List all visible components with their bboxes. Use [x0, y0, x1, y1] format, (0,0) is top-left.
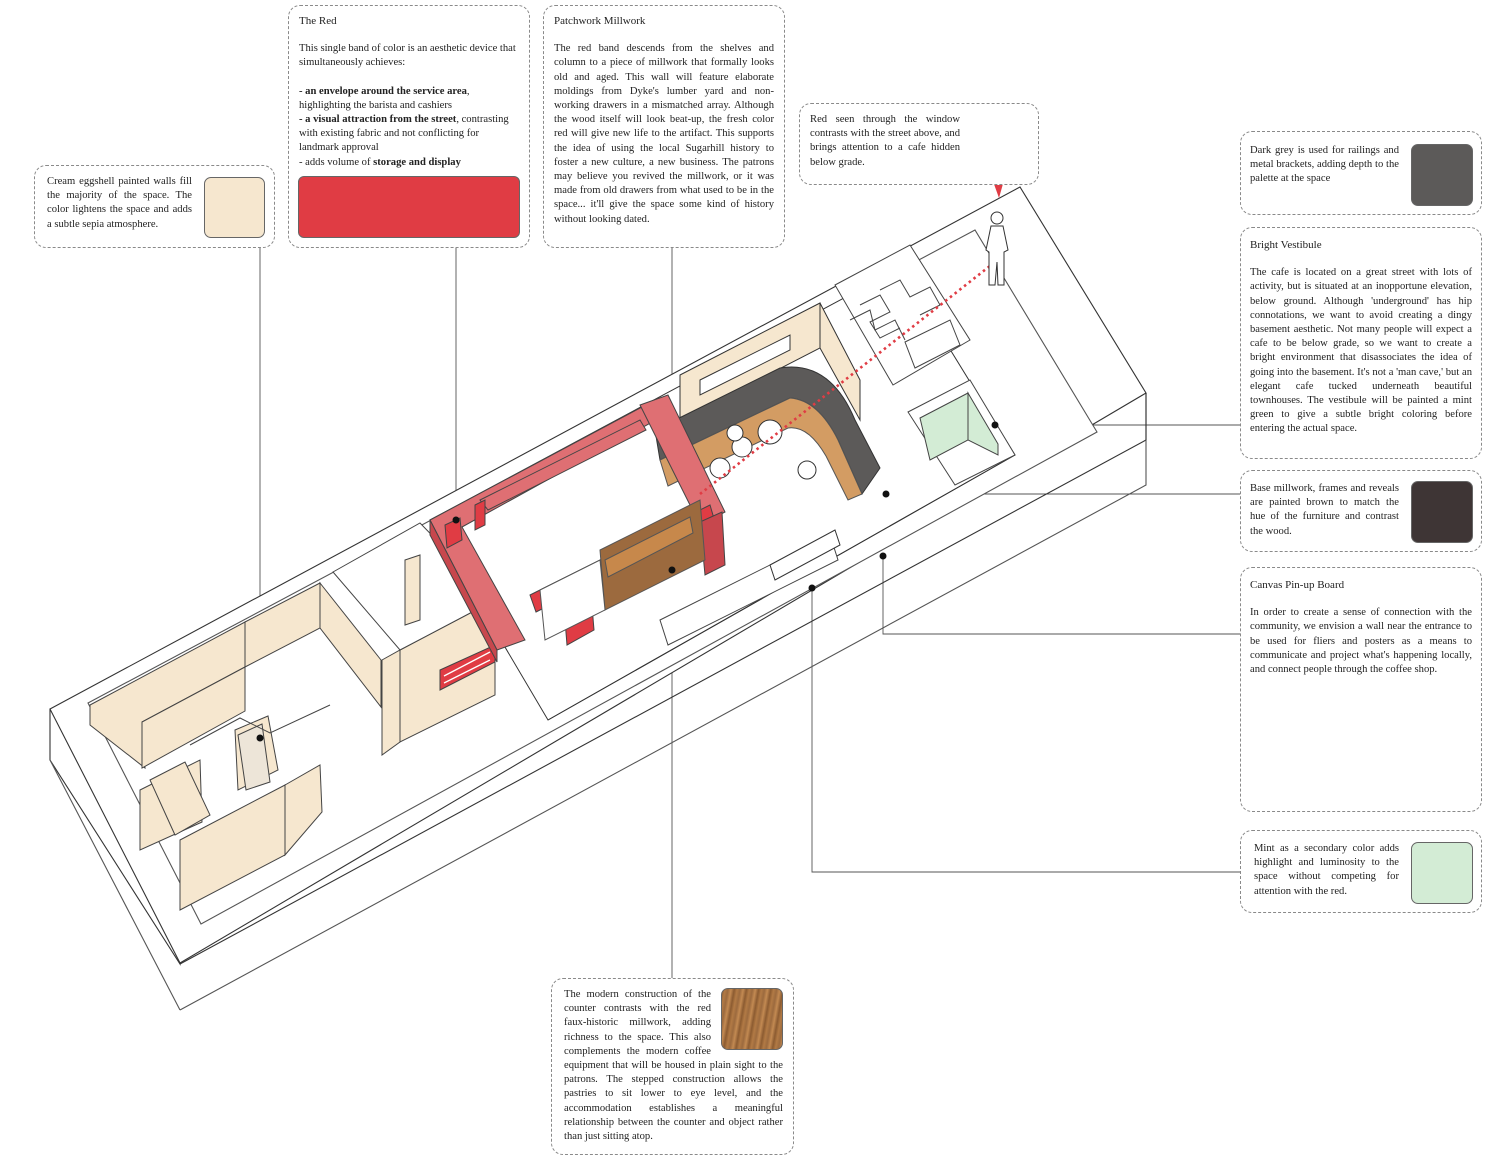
note-cream: Cream eggshell painted walls fill the ma…: [34, 165, 275, 248]
cream-walls: [89, 522, 496, 911]
note-title: Canvas Pin-up Board: [1250, 579, 1345, 591]
mint-swatch: [1411, 842, 1473, 904]
note-dark-grey: Dark grey is used for railings and metal…: [1240, 131, 1482, 215]
note-title: Patchwork Millwork: [554, 15, 646, 27]
note-list-2: - a visual attraction from the street, c…: [299, 113, 519, 156]
leader-canvas: [882, 556, 1240, 635]
note-patchwork-millwork: Patchwork Millwork The red band descends…: [543, 5, 785, 248]
list-item-3-pre: - adds volume of: [299, 156, 374, 168]
leader-dots: [256, 421, 999, 742]
list-item-3-bold: storage and display: [373, 156, 461, 168]
note-body: Base millwork, frames and reveals are pa…: [1250, 483, 1399, 537]
list-item-1-rest: , highlighting the barista and cashiers: [299, 85, 470, 111]
note-list: - an envelope around the service area, h…: [299, 85, 519, 113]
stairs: [834, 244, 971, 386]
note-list-3: - adds volume of storage and display: [299, 156, 519, 170]
note-body: Mint as a secondary color adds highlight…: [1254, 843, 1399, 897]
list-item-2-rest: , contrasting with existing fabric and n…: [299, 114, 509, 154]
list-item-1-bold: - an envelope around the service area: [299, 85, 467, 97]
note-title: The Red: [299, 15, 337, 27]
note-body: Cream eggshell painted walls fill the ma…: [47, 176, 192, 230]
dark-grey-swatch: [1411, 144, 1473, 206]
mint-vestibule: [907, 379, 1016, 486]
note-canvas-pinup-board: Canvas Pin-up Board In order to create a…: [1240, 567, 1482, 812]
red-swatch: [298, 176, 520, 238]
brown-swatch: [1411, 481, 1473, 543]
note-brown: Base millwork, frames and reveals are pa…: [1240, 470, 1482, 552]
person-silhouette: [985, 211, 1009, 286]
note-intro: This single band of color is an aestheti…: [299, 43, 516, 69]
note-counter: The modern construction of the counter c…: [551, 978, 794, 1155]
note-body: The cafe is located on a great street wi…: [1250, 267, 1472, 435]
note-body: In order to create a sense of connection…: [1250, 607, 1472, 676]
wood-swatch: [721, 988, 783, 1050]
leader-mint: [811, 588, 1240, 873]
note-the-red: The Red This single band of color is an …: [288, 5, 530, 248]
note-body: Dark grey is used for railings and metal…: [1250, 145, 1399, 185]
note-window-view: Red seen through the window contrasts wi…: [799, 103, 1039, 185]
list-item-2-bold: - a visual attraction from the street: [299, 114, 457, 126]
wood-counter: [539, 499, 706, 641]
sight-line: [699, 260, 996, 496]
note-body: The red band descends from the shelves a…: [554, 43, 774, 225]
note-bright-vestibule: Bright Vestibule The cafe is located on …: [1240, 227, 1482, 459]
note-body: Red seen through the window contrasts wi…: [810, 114, 960, 168]
note-body: The modern construction of the counter c…: [564, 989, 783, 1143]
note-title: Bright Vestibule: [1250, 239, 1322, 251]
cream-swatch: [204, 177, 265, 238]
note-mint: Mint as a secondary color adds highlight…: [1240, 830, 1482, 913]
